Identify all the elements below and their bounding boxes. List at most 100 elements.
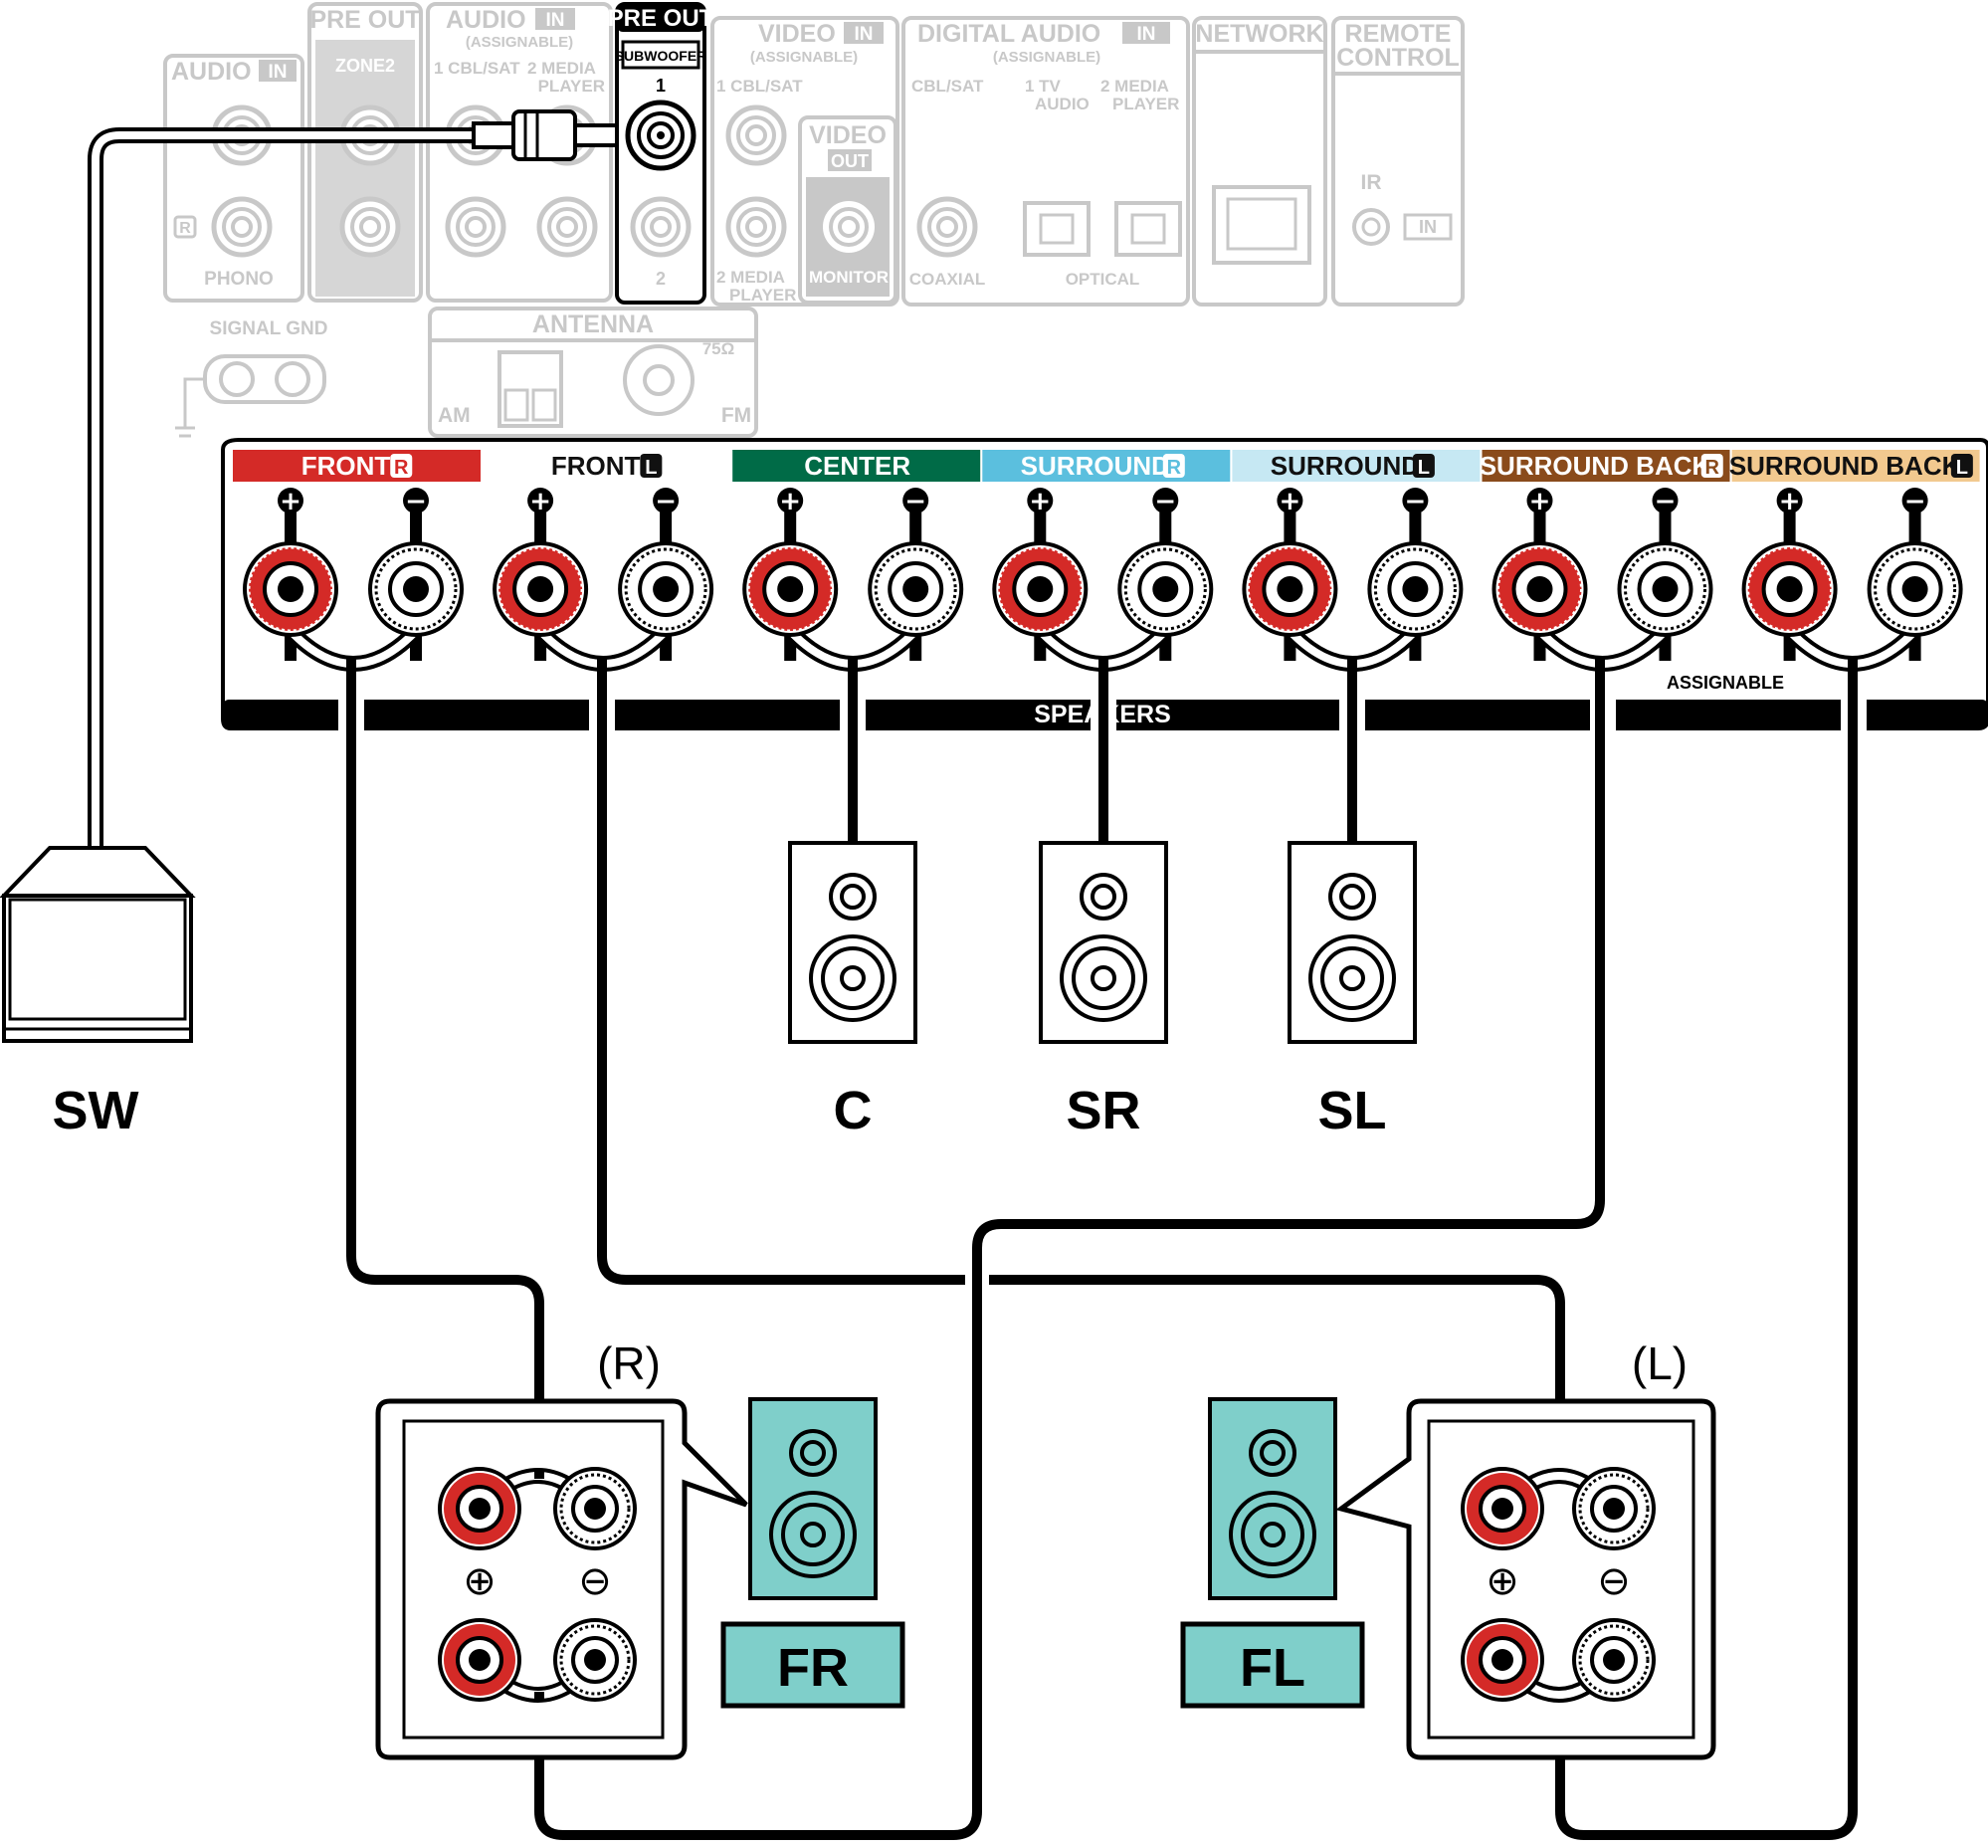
plus-marker <box>777 488 804 513</box>
surround-left-speaker: SL <box>1288 841 1417 1140</box>
left-mark: (L) <box>1632 1337 1688 1389</box>
fl-minus-symbol: ⊖ <box>1597 1558 1631 1604</box>
plus-terminal[interactable] <box>1491 541 1588 637</box>
channel-label: FRONT <box>301 451 391 481</box>
minus-terminal[interactable] <box>1617 541 1713 637</box>
channel-badge <box>1412 454 1435 478</box>
remote-control-block: REMOTE CONTROL IR IN <box>1331 16 1465 307</box>
plus-sign: + <box>1529 487 1551 516</box>
plus-terminal[interactable] <box>992 541 1089 637</box>
plus-marker <box>527 488 554 513</box>
pre-out-zone2-block: PRE OUT ZONE2 <box>307 2 423 303</box>
video-out-title: VIDEO <box>809 121 887 149</box>
plus-terminal[interactable] <box>243 541 338 637</box>
minus-sign: − <box>1154 487 1176 516</box>
minus-marker <box>403 488 429 513</box>
subwoofer-cable <box>88 109 619 850</box>
plus-terminal[interactable] <box>1741 541 1838 637</box>
plus-sign: + <box>1280 487 1301 516</box>
pre-out-sub-title: PRE OUT <box>608 5 714 32</box>
audio-in-cbl-sat: 1 CBL/SAT <box>434 59 520 78</box>
fr-minus-symbol: ⊖ <box>578 1558 612 1604</box>
video-in-player: PLAYER <box>729 286 796 305</box>
minus-terminal[interactable] <box>1367 541 1464 637</box>
audio-in-assignable-title: AUDIO <box>446 6 526 34</box>
channel-label: SURROUND BACK <box>1729 451 1961 481</box>
plus-terminal[interactable] <box>1242 541 1338 637</box>
plus-terminal[interactable] <box>742 541 839 637</box>
minus-terminal[interactable] <box>1117 541 1214 637</box>
network-title: NETWORK <box>1195 20 1323 48</box>
fl-label: FL <box>1240 1638 1305 1698</box>
plus-sign: + <box>779 487 801 516</box>
channel-badge <box>1950 454 1973 478</box>
channel-label: SURROUND <box>1021 451 1170 481</box>
minus-terminal[interactable] <box>618 541 714 637</box>
pre-out-zone-title: PRE OUT <box>309 6 420 34</box>
minus-sign: − <box>904 487 926 516</box>
video-in-media: 2 MEDIA <box>716 268 785 287</box>
zone2-label: ZONE2 <box>335 56 395 76</box>
channel-band <box>1731 450 1980 482</box>
digital-player: PLAYER <box>1112 95 1179 113</box>
antenna-title: ANTENNA <box>532 310 654 338</box>
remote-in-label: IN <box>1419 217 1437 237</box>
speaker-terminal-panel: SPEAKERS ASSIGNABLE FRONTRFRONTLCENTERSU… <box>221 438 1988 730</box>
channel-badge <box>390 454 413 478</box>
minus-marker <box>1152 488 1179 513</box>
terminal-stem <box>1659 512 1672 543</box>
minus-sign: − <box>1904 487 1926 516</box>
audio-in-assignable-tag: IN <box>546 10 565 31</box>
minus-marker <box>1402 488 1429 513</box>
channel-2: CENTER <box>732 450 981 482</box>
fr-plus-symbol: ⊕ <box>463 1558 497 1604</box>
minus-terminal[interactable] <box>1867 541 1963 637</box>
subwoofer: SW <box>0 846 196 1140</box>
minus-sign: − <box>1655 487 1677 516</box>
channel-badge-letter: L <box>645 457 657 479</box>
rear-panel: AUDIO IN R PHONO PRE OUT ZONE2 AUDIO IN … <box>163 2 1465 438</box>
digital-audio-in-block: DIGITAL AUDIO IN (ASSIGNABLE) CBL/SAT 1 … <box>901 16 1190 307</box>
video-in-tag: IN <box>855 24 874 45</box>
minus-sign: − <box>1405 487 1427 516</box>
video-out-tag: OUT <box>831 151 869 171</box>
ir-label: IR <box>1361 171 1382 194</box>
minus-marker <box>1652 488 1679 513</box>
remote-title-1: REMOTE <box>1345 20 1452 48</box>
plus-sign: + <box>1029 487 1051 516</box>
video-in-title: VIDEO <box>758 20 836 48</box>
terminal-stem <box>1409 512 1422 543</box>
terminal-stem <box>909 512 922 543</box>
audio-in-assignable-sub: (ASSIGNABLE) <box>466 34 573 51</box>
terminal-pair: +− <box>493 487 714 672</box>
channel-label: CENTER <box>804 451 910 481</box>
fl-terminal-box: (L) ⊕ ⊖ FL <box>1180 1337 1716 1760</box>
minus-terminal[interactable] <box>368 541 464 637</box>
audio-in-media: 2 MEDIA <box>527 59 596 78</box>
minus-terminal[interactable] <box>868 541 964 637</box>
terminal-stem <box>1034 512 1047 543</box>
digital-media: 2 MEDIA <box>1100 77 1169 96</box>
antenna-block: ANTENNA AM 75Ω FM <box>428 307 758 438</box>
plus-marker <box>1277 488 1303 513</box>
channel-label: FRONT <box>551 451 641 481</box>
optical-label: OPTICAL <box>1066 270 1140 289</box>
minus-marker <box>1901 488 1928 513</box>
terminal-stem <box>1783 512 1796 543</box>
sw-label: SW <box>53 1081 139 1140</box>
minus-marker <box>653 488 680 513</box>
terminal-stem <box>285 512 297 543</box>
speaker-wires <box>338 657 1867 1840</box>
channel-badge-letter: R <box>1167 457 1182 479</box>
plus-sign: + <box>1779 487 1801 516</box>
plus-marker <box>1027 488 1054 513</box>
monitor-label: MONITOR <box>809 268 889 287</box>
video-in-cbl-sat: 1 CBL/SAT <box>716 77 803 96</box>
assignable-label: ASSIGNABLE <box>1667 673 1784 693</box>
terminal-stem <box>784 512 797 543</box>
plus-terminal[interactable] <box>493 541 589 637</box>
